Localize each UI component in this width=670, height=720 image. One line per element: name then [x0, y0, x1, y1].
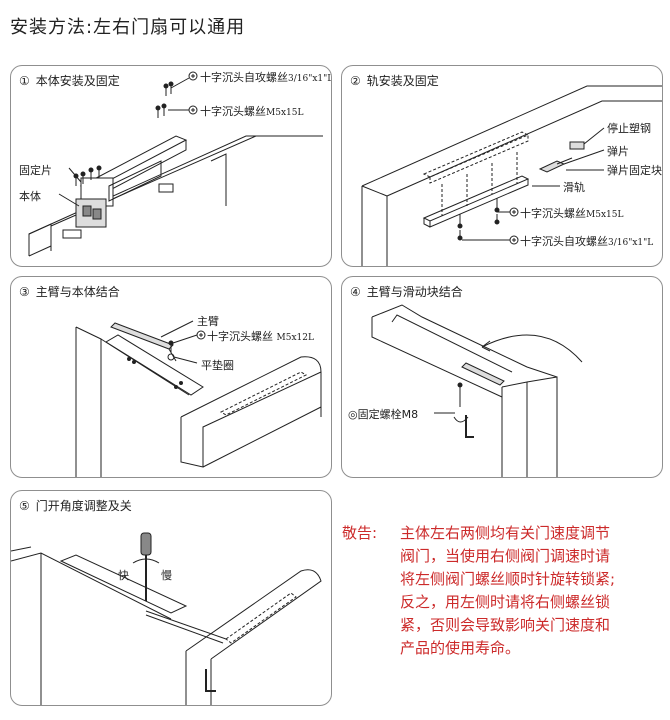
panel-title: ③ 主臂与本体结合 [19, 283, 120, 300]
label-stop-plastic: 停止塑钢 [607, 122, 651, 135]
panel-title-text: 主臂与滑动块结合 [366, 285, 463, 299]
step-number: ② [350, 74, 361, 88]
warning-line: 产品的使用寿命。 [400, 639, 521, 657]
warning-line: 反之，用左侧时请将右侧螺丝锁 [400, 593, 611, 611]
panel-title: ④ 主臂与滑动块结合 [350, 283, 463, 300]
label-screw-tapping-text: 十字沉头自攻螺丝 [200, 71, 288, 84]
body-install-drawing [28, 71, 323, 257]
label-spring-block: 弹片固定块 [607, 164, 662, 177]
panel-title-text: 门开角度调整及关 [35, 499, 132, 513]
warning-heading: 敬告: [342, 524, 378, 542]
panel-title: ② 轨安装及固定 [350, 72, 439, 89]
label-screw-tapping-text: 十字沉头自攻螺丝 [520, 235, 608, 248]
step-number: ⑤ [19, 499, 30, 513]
warning-body: 主体左右两侧均有关门速度调节 阀门，当使用右侧阀门调速时请 将左侧阀门螺丝顺时针… [400, 522, 664, 660]
panel-track-install: ② 轨安装及固定 停止塑钢 弹片 弹片固定块 [341, 65, 663, 267]
label-main-arm: 主臂 [197, 315, 219, 328]
panel-body-install: ① 本体安装及固定 [10, 65, 332, 267]
label-slow: 慢 [161, 569, 172, 582]
label-body: 本体 [19, 190, 41, 203]
warning-line: 紧，否则会导致影响关门速度和 [400, 616, 611, 634]
label-screw-machine: 十字沉头螺丝M5x15L [200, 103, 303, 119]
step-number: ① [19, 74, 30, 88]
panel-title-text: 轨安装及固定 [366, 74, 439, 88]
panel-title-text: 主臂与本体结合 [35, 285, 120, 299]
arm-slider-drawing [371, 304, 583, 477]
label-screw: 十字沉头螺丝 M5x12L [207, 328, 314, 344]
step-number: ④ [350, 285, 361, 299]
label-screw-tapping-size: 3/16"x1"L [288, 74, 332, 84]
panel-arm-body: ③ 主臂与本体结合 主臂 十字沉头螺丝 M5x12L 平垫圈 [10, 276, 332, 478]
label-washer: 平垫圈 [201, 359, 234, 372]
label-screw-size: M5x12L [276, 333, 314, 343]
warning-line: 将左侧阀门螺丝顺时针旋转锁紧; [400, 570, 616, 588]
label-fast: 快 [118, 569, 129, 582]
label-screw-tapping: 十字沉头自攻螺丝3/16"x1"L [520, 233, 653, 249]
arm-body-drawing [75, 320, 322, 477]
label-bolt: ◎固定螺栓M8 [348, 408, 419, 421]
label-screw-machine-text: 十字沉头螺丝 [200, 105, 266, 118]
step-number: ③ [19, 285, 30, 299]
label-screw-text: 十字沉头螺丝 [207, 330, 273, 343]
warning-line: 主体左右两侧均有关门速度调节 [400, 524, 611, 542]
label-fixing-plate: 固定片 [19, 164, 52, 177]
angle-adjust-drawing [11, 532, 322, 705]
label-screw-machine-text: 十字沉头螺丝 [520, 207, 586, 220]
label-spring: 弹片 [607, 145, 629, 158]
warning-line: 阀门，当使用右侧阀门调速时请 [400, 547, 611, 565]
panel-title: ① 本体安装及固定 [19, 72, 120, 89]
label-screw-machine: 十字沉头螺丝M5x15L [520, 205, 623, 221]
label-screw-machine-size: M5x15L [266, 108, 304, 118]
label-screw-machine-size: M5x15L [586, 210, 624, 220]
panel-title-text: 本体安装及固定 [35, 74, 120, 88]
track-install-drawing [361, 85, 662, 266]
label-screw-tapping: 十字沉头自攻螺丝3/16"x1"L [200, 69, 332, 85]
label-track: 滑轨 [563, 181, 585, 194]
panel-arm-slider: ④ 主臂与滑动块结合 ◎固定螺栓M8 [341, 276, 663, 478]
panel-title: ⑤ 门开角度调整及关 [19, 497, 132, 514]
panel-angle-adjust: ⑤ 门开角度调整及关 快 慢 [10, 490, 332, 706]
label-bolt-text: 固定螺栓M8 [357, 408, 419, 421]
label-screw-tapping-size: 3/16"x1"L [608, 238, 654, 248]
page-title: 安装方法:左右门扇可以通用 [10, 17, 246, 38]
